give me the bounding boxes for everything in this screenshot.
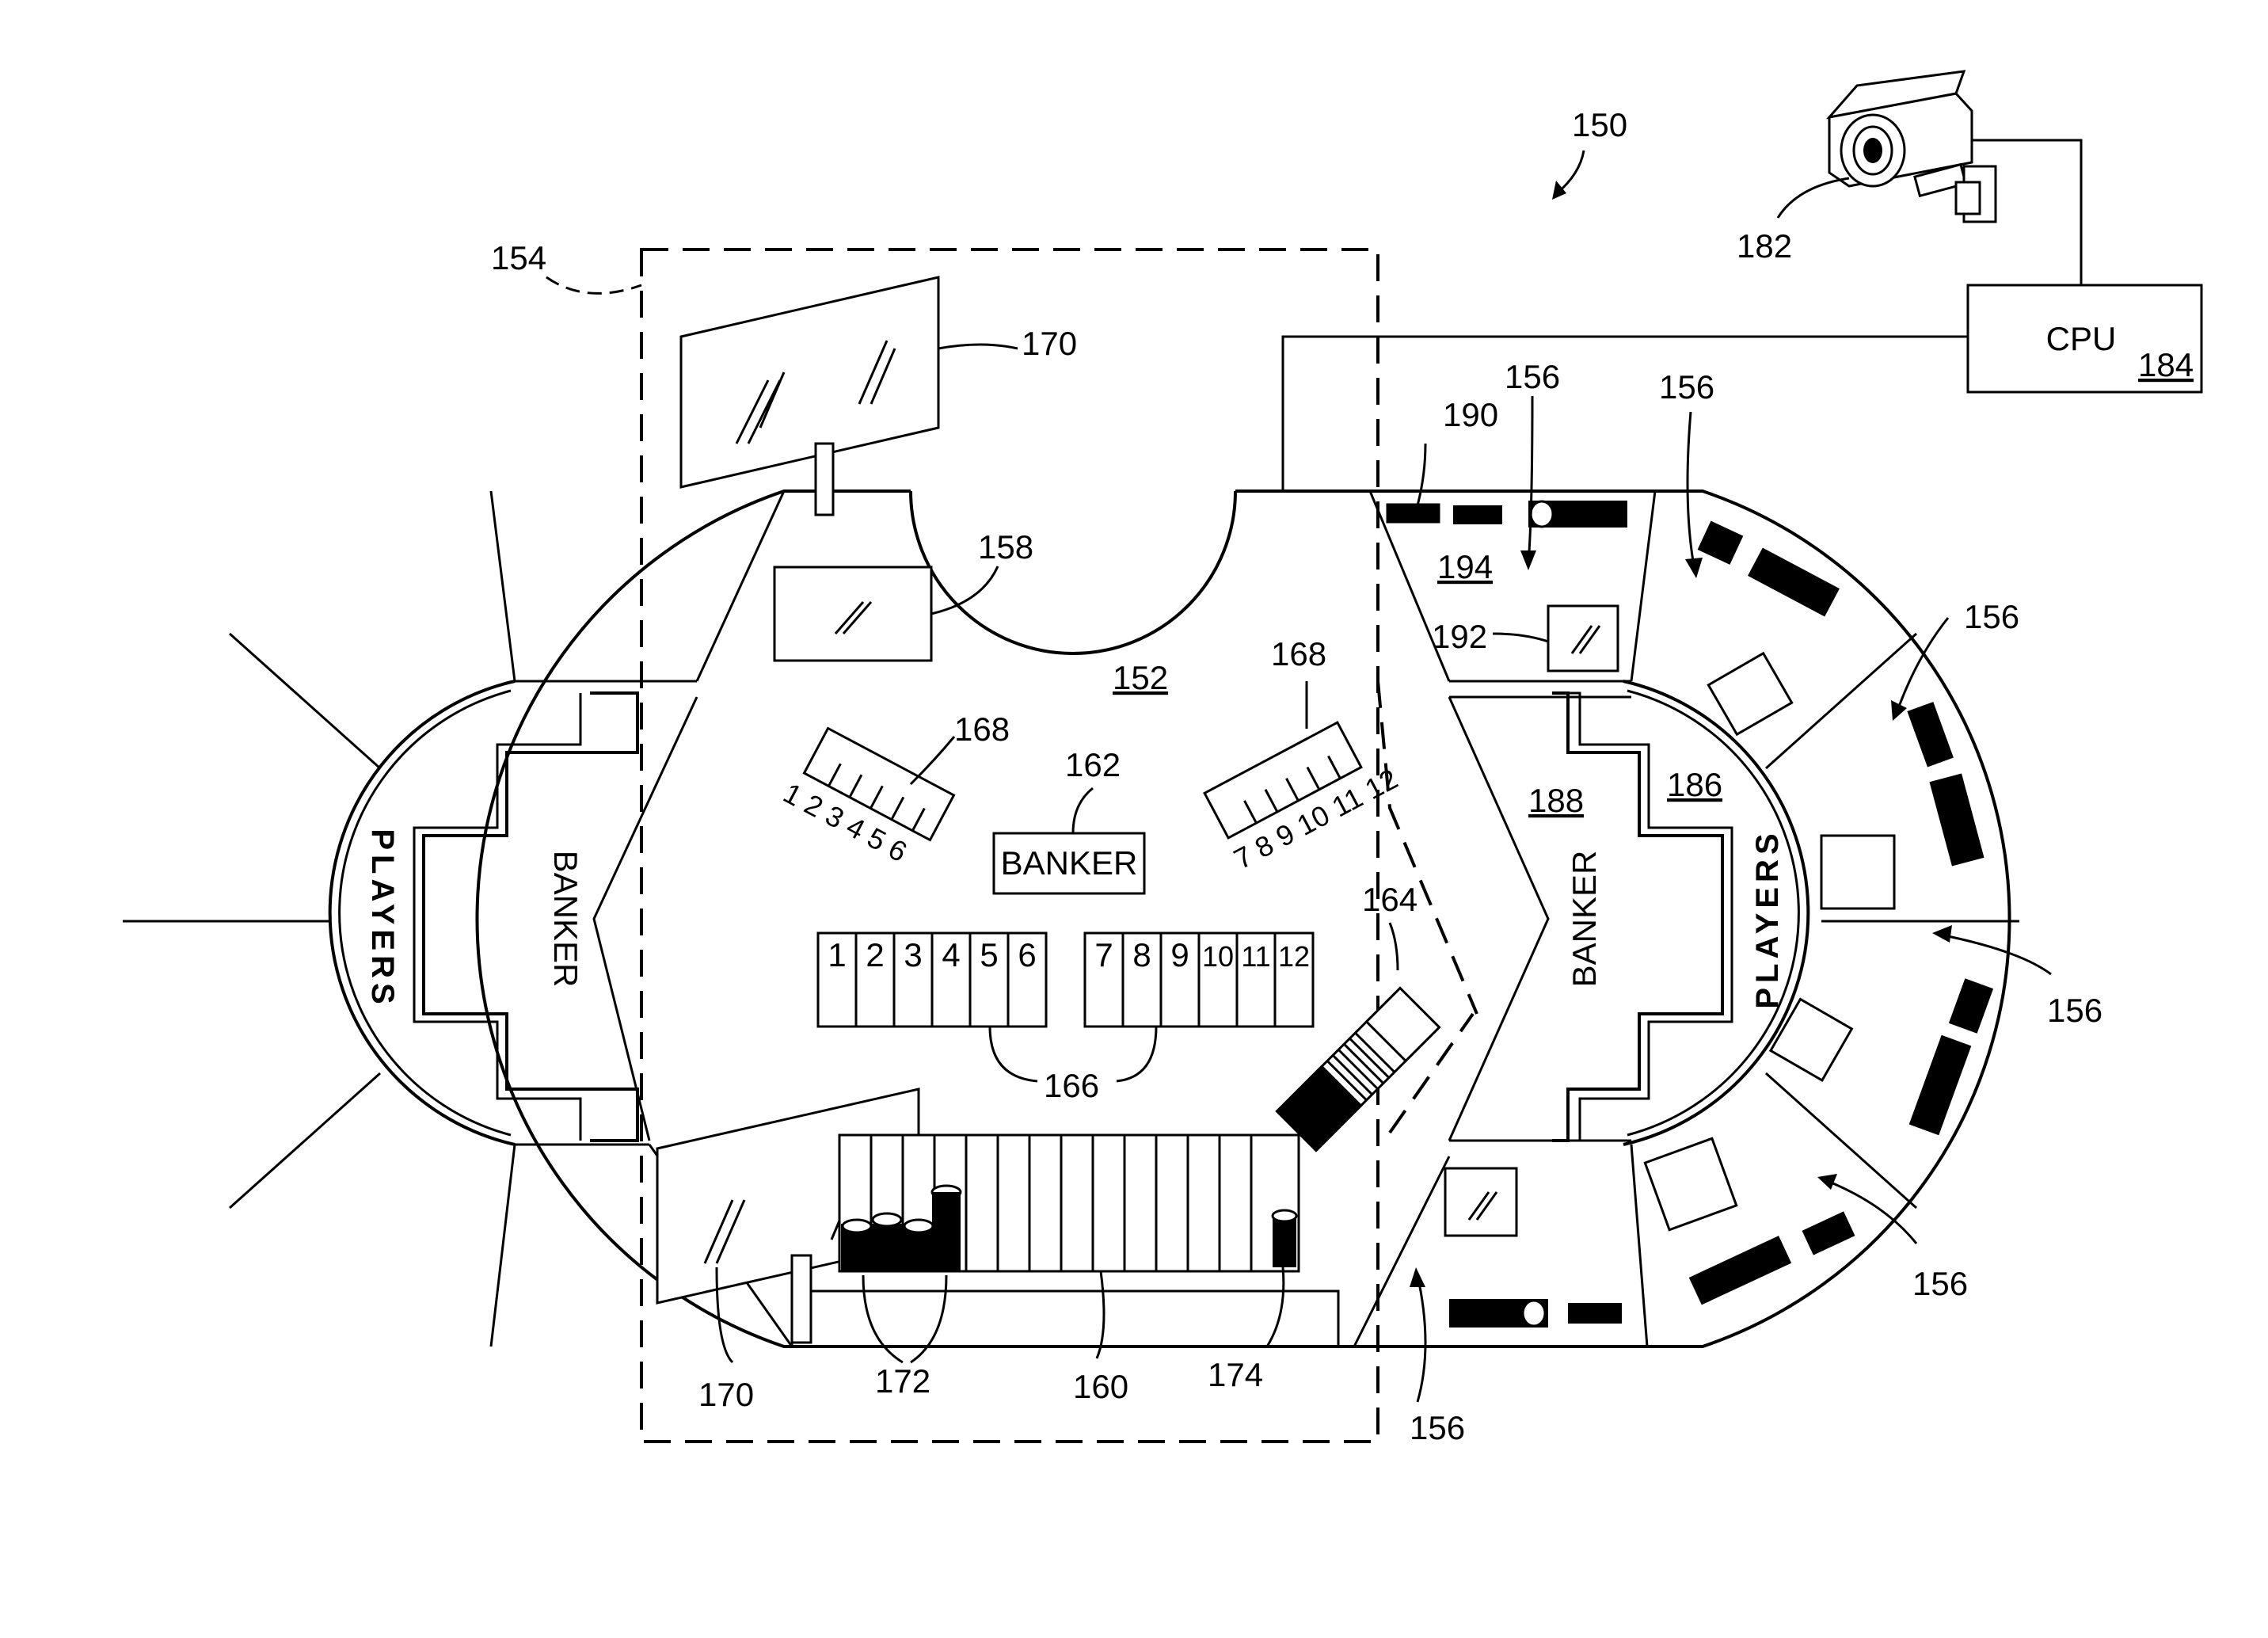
left-player-area: PLAYERS BANKER (123, 491, 697, 1347)
ref-160: 160 (1073, 1368, 1128, 1405)
chip-stack-174 (1273, 1210, 1296, 1267)
ref-188: 188 (1528, 782, 1584, 819)
betting-box-number: 3 (904, 936, 922, 973)
banker-label-left: BANKER (547, 851, 584, 988)
ref-170-top: 170 (1022, 325, 1077, 362)
ref-170-bottom: 170 (698, 1376, 754, 1413)
cpu-184: CPU 184 (1283, 140, 2201, 491)
ref-156-c: 156 (1964, 598, 2019, 635)
ref-156-d: 156 (2047, 992, 2102, 1029)
ref-184: 184 (2138, 346, 2194, 383)
ref-172: 172 (875, 1362, 930, 1400)
display-158 (774, 567, 931, 661)
betting-boxes-left: 123456 (818, 933, 1046, 1027)
ref-162: 162 (1065, 746, 1121, 783)
ref-174: 174 (1208, 1356, 1263, 1393)
players-label-right: PLAYERS (1750, 829, 1785, 1008)
ref-182: 182 (1737, 227, 1792, 265)
ref-164: 164 (1362, 881, 1418, 918)
banker-label-right: BANKER (1566, 851, 1603, 988)
betting-box-number: 1 (828, 936, 846, 973)
ref-152: 152 (1113, 659, 1168, 696)
ref-194: 194 (1437, 548, 1493, 585)
ref-168-right: 168 (1271, 635, 1326, 672)
display-170-top (681, 277, 938, 515)
betting-box-number: 4 (942, 936, 960, 973)
banker-box-162: BANKER (994, 833, 1144, 893)
betting-box-number: 7 (1094, 936, 1113, 973)
ref-190: 190 (1443, 396, 1498, 433)
rack-168-right: 7 8 9 10 11 12 (1201, 710, 1403, 875)
ref-168-left: 168 (954, 710, 1010, 748)
ref-156-f: 156 (1410, 1409, 1465, 1446)
betting-box-number: 11 (1241, 940, 1270, 973)
betting-box-number: 8 (1132, 936, 1151, 973)
betting-box-number: 10 (1202, 940, 1234, 973)
rack-168-left: 1 2 3 4 5 6 (778, 725, 954, 876)
ref-158: 158 (978, 528, 1033, 566)
players-label-left: PLAYERS (365, 829, 400, 1008)
betting-box-number: 6 (1018, 936, 1036, 973)
betting-box-number: 9 (1170, 936, 1189, 973)
betting-box-number: 2 (866, 936, 884, 973)
dashed-region-divider-1 (1378, 681, 1477, 1014)
betting-box-number: 5 (980, 936, 998, 973)
ref-154: 154 (491, 239, 546, 276)
banker-box-label: BANKER (1001, 844, 1138, 882)
ref-192: 192 (1432, 618, 1487, 655)
ref-156-e: 156 (1912, 1265, 1968, 1302)
ref-186: 186 (1667, 766, 1722, 803)
ref-166: 166 (1044, 1067, 1099, 1104)
right-player-area: PLAYERS BANKER (1449, 491, 2019, 1347)
ref-150: 150 (1572, 106, 1627, 143)
cpu-label: CPU (2046, 320, 2117, 357)
ref-156-a: 156 (1505, 358, 1560, 395)
ref-156-b: 156 (1659, 368, 1714, 406)
betting-box-number: 12 (1278, 940, 1310, 973)
betting-boxes-right: 789 101112 (1085, 933, 1313, 1027)
camera-182 (1829, 71, 1996, 222)
